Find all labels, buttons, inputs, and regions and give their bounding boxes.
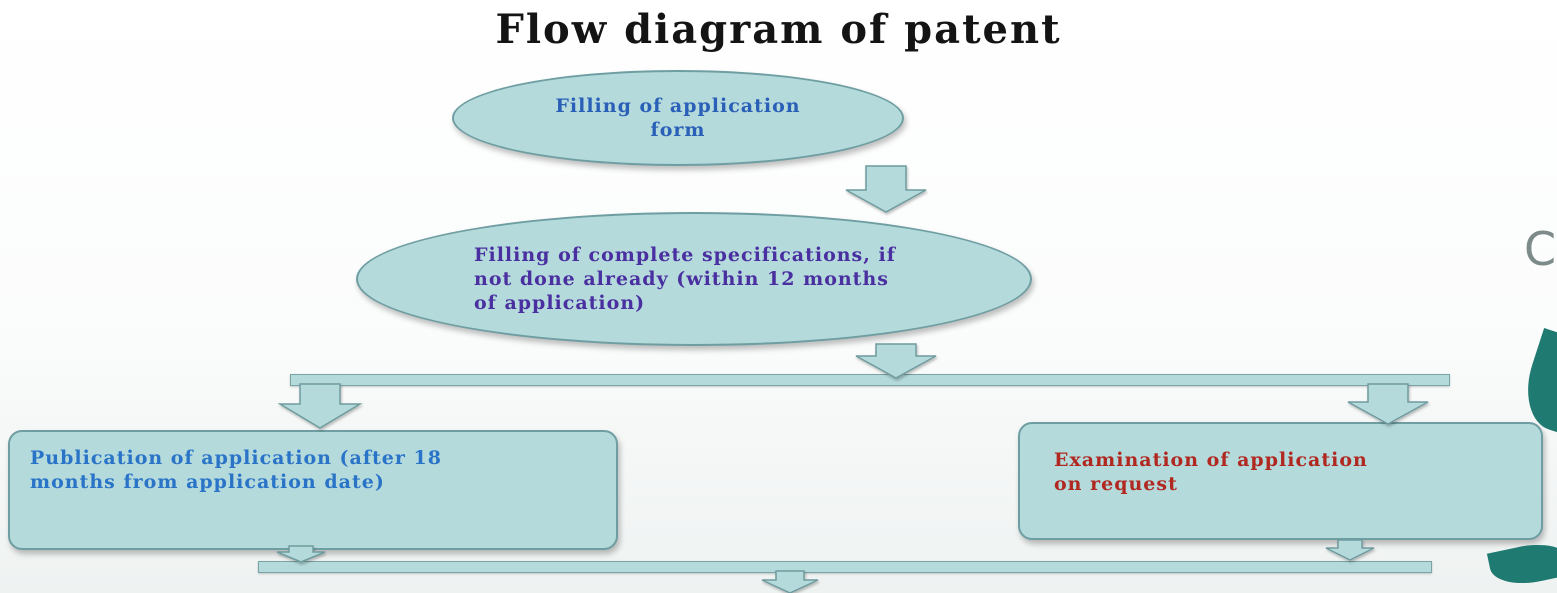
node-complete-specifications-text: Filling of complete specifications, if n… (474, 244, 896, 314)
arrow-7-icon (761, 570, 819, 593)
leaf-decoration-icon (1486, 537, 1557, 591)
branch-bar-top (290, 374, 1450, 386)
arrow-4-icon (1347, 383, 1429, 425)
node-examination: Examination of application on request (1018, 422, 1543, 540)
node-application-form-text: Filling of application form (555, 95, 801, 141)
node-publication: Publication of application (after 18 mon… (8, 430, 618, 550)
diagram-title: Flow diagram of patent (495, 6, 1062, 53)
arrow-1-icon (845, 165, 927, 213)
arrow-2-icon (855, 343, 937, 379)
merge-bar-bottom (258, 561, 1432, 573)
node-application-form: Filling of application form (452, 70, 904, 166)
decorative-glyph: C (1524, 222, 1557, 276)
leaf-decoration-icon (1514, 328, 1557, 437)
arrow-3-icon (277, 383, 363, 429)
arrow-6-icon (1325, 539, 1375, 561)
node-complete-specifications: Filling of complete specifications, if n… (356, 212, 1032, 346)
node-publication-text: Publication of application (after 18 mon… (30, 447, 442, 493)
node-examination-text: Examination of application on request (1054, 449, 1368, 495)
